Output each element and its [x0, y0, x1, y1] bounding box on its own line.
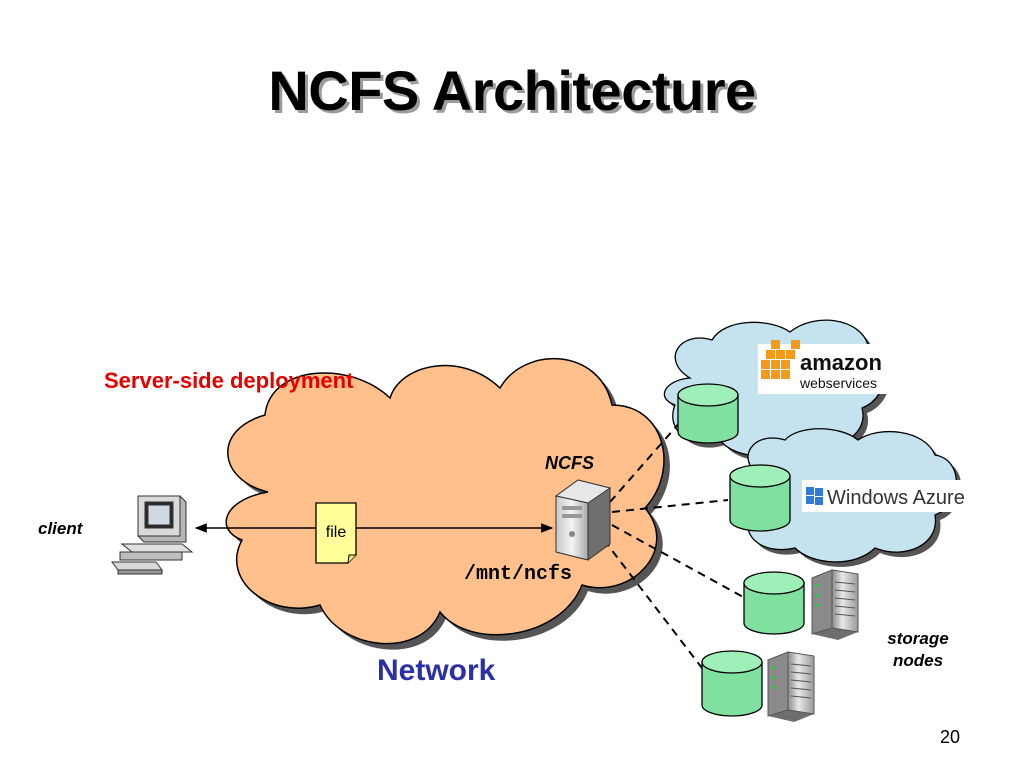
amazon-web-services-logo: amazon webservices — [758, 340, 892, 394]
ncfs-label: NCFS — [545, 453, 594, 473]
storage-nodes-label: storage nodes — [887, 629, 949, 670]
disk-storage-node-2 — [701, 650, 763, 717]
file-document-icon: file — [315, 502, 357, 564]
windows-azure-logo: Windows Azure — [802, 480, 980, 512]
svg-text:Windows Azure: Windows Azure — [827, 487, 965, 509]
file-label: file — [326, 524, 347, 541]
deployment-label: Server-side deployment — [104, 368, 354, 393]
client-label: client — [38, 519, 83, 538]
svg-text:amazon: amazon — [800, 350, 882, 375]
disk-storage-node-1 — [743, 571, 805, 635]
link-azure — [611, 499, 729, 513]
storage-server-1-icon — [811, 569, 859, 640]
storage-server-2-icon — [767, 651, 815, 722]
svg-text:webservices: webservices — [799, 375, 877, 391]
network-cloud — [225, 357, 670, 650]
mount-path-label: /mnt/ncfs — [464, 563, 573, 586]
disk-azure — [729, 464, 791, 532]
page-number: 20 — [940, 727, 961, 747]
slide-title: NCFS Architecture — [268, 59, 756, 122]
client-computer-icon — [111, 495, 194, 575]
ncfs-server-icon — [554, 479, 612, 561]
link-amazon — [609, 419, 683, 503]
network-label: Network — [377, 654, 496, 687]
disk-amazon — [677, 383, 739, 444]
link-storage-node-1 — [611, 524, 746, 599]
connection-lines — [603, 419, 746, 673]
